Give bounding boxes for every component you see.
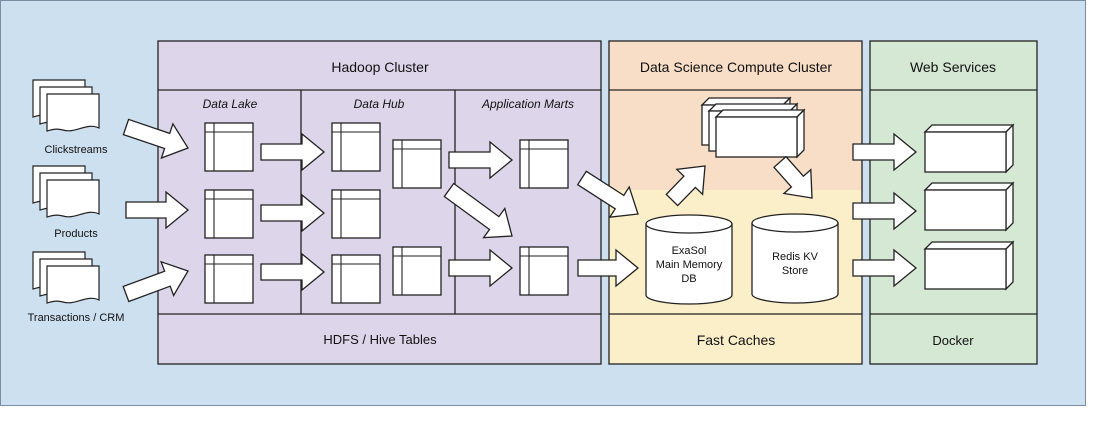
mart-to-exasol-arrow-1: [576, 170, 639, 219]
flow-arrows: [122, 118, 918, 303]
data-science-cluster: Data Science Compute Cluster Fast Caches: [608, 40, 863, 365]
table-icon-hub-3: [331, 254, 381, 304]
container-icon-1: [924, 124, 1014, 173]
cache-to-web-arrow-3: [852, 248, 918, 288]
redis-label-2: Store: [782, 265, 808, 277]
web-title: Web Services: [910, 59, 996, 75]
source-label-clickstreams: Clickstreams: [45, 144, 108, 156]
container-icon-2: [924, 182, 1014, 231]
cache-to-web-arrow-1: [852, 132, 918, 172]
source-to-lake-arrow-3: [122, 260, 189, 303]
dscc-title: Data Science Compute Cluster: [640, 59, 833, 75]
zone-data-lake: Data Lake: [203, 97, 258, 111]
exasol-to-compute-arrow: [665, 165, 706, 207]
table-icon-hub-4: [392, 139, 442, 189]
document-stack-icon: [32, 165, 100, 218]
source-to-lake-arrow-2: [125, 190, 190, 230]
table-icon-hub-2: [331, 189, 381, 239]
zone-application-marts: Application Marts: [481, 97, 574, 111]
source-label-products: Products: [54, 228, 98, 240]
table-icon-lake-1: [204, 122, 254, 172]
lake-to-hub-arrow-1: [260, 132, 326, 172]
cache-to-web-arrow-2: [852, 191, 918, 231]
exasol-db: ExaSol Main Memory DB: [645, 214, 733, 305]
lake-to-hub-arrow-3: [260, 252, 326, 292]
hadoop-footer: HDFS / Hive Tables: [323, 332, 437, 347]
exasol-label-1: ExaSol: [672, 245, 707, 257]
document-stack-icon: [32, 251, 100, 304]
hub-to-mart-arrow-2: [443, 182, 513, 239]
dscc-footer: Fast Caches: [697, 332, 776, 348]
source-clickstreams: Clickstreams: [32, 79, 108, 156]
exasol-label-3: DB: [681, 273, 696, 285]
table-icon-lake-3: [204, 254, 254, 304]
compute-node-stack-icon: [701, 97, 805, 158]
hadoop-title: Hadoop Cluster: [331, 59, 429, 75]
exasol-label-2: Main Memory: [656, 259, 723, 271]
zone-data-hub: Data Hub: [354, 97, 405, 111]
source-products: Products: [32, 165, 100, 240]
hub-to-mart-arrow-1: [448, 140, 514, 180]
source-label-transactions: Transactions / CRM: [28, 312, 125, 324]
mart-to-exasol-arrow-2: [577, 248, 640, 288]
document-stack-icon: [32, 79, 100, 132]
container-icon-3: [924, 241, 1014, 290]
redis-store: Redis KV Store: [751, 213, 839, 304]
table-icon-hub-5: [392, 246, 442, 296]
table-icon-lake-2: [204, 189, 254, 239]
lake-to-hub-arrow-2: [260, 193, 326, 233]
redis-label-1: Redis KV: [772, 251, 819, 263]
table-icon-mart-2: [519, 246, 569, 296]
source-to-lake-arrow-1: [122, 118, 189, 160]
source-transactions: Transactions / CRM: [28, 251, 125, 324]
table-icon-mart-1: [519, 139, 569, 189]
dscc-title-band: [609, 41, 862, 90]
hub-to-mart-arrow-3: [448, 248, 514, 288]
table-icon-hub-1: [331, 122, 381, 172]
compute-to-redis-arrow: [773, 155, 813, 199]
web-footer: Docker: [932, 333, 974, 348]
